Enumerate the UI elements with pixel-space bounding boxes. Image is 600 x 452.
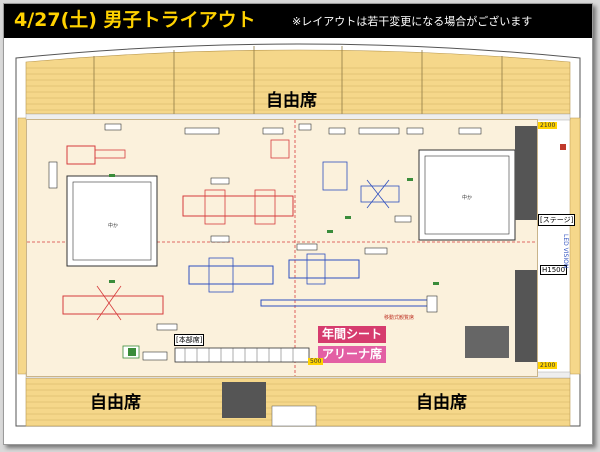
court-left — [66, 175, 158, 267]
mobile-seat-label: 移動式観覧席 — [384, 315, 415, 321]
header-bar: 4/27(土) 男子トライアウト ※レイアウトは若干変更になる場合がございます — [4, 4, 592, 38]
lower-gate — [271, 405, 317, 427]
num-2100-top: 2100 — [538, 122, 558, 129]
floor-plan — [27, 120, 537, 376]
layout-frame: 4/27(土) 男子トライアウト ※レイアウトは若干変更になる場合がございます — [3, 3, 593, 445]
arena-seat-tag: アリーナ席 — [318, 346, 387, 363]
arena-floor — [26, 119, 538, 377]
long-bench-blue — [260, 299, 432, 307]
led-vision-label: LED VISION — [562, 234, 569, 269]
stage-lower-block — [515, 270, 537, 362]
right-stand — [569, 117, 581, 375]
court-right — [418, 149, 516, 241]
exit-icon — [128, 348, 136, 356]
lower-dark-block — [222, 382, 266, 418]
free-seat-bottom-left: 自由席 — [90, 393, 141, 413]
hq-desk — [174, 347, 310, 363]
layout-note: ※レイアウトは若干変更になる場合がございます — [292, 15, 533, 28]
center-label-left: 中か — [108, 223, 119, 229]
free-seat-top: 自由席 — [266, 91, 317, 111]
center-label-right: 中か — [462, 195, 473, 201]
stage-label: [ステージ] — [538, 214, 576, 226]
event-title: 4/27(土) 男子トライアウト — [14, 9, 256, 31]
annual-seat-tag: 年間シート — [318, 326, 387, 343]
num-2100-bottom: 2100 — [538, 362, 558, 369]
hq-label: [本部席] — [174, 334, 205, 346]
free-seat-bottom-right: 自由席 — [416, 393, 467, 413]
aed-icon — [560, 144, 566, 150]
stage-block — [515, 126, 537, 220]
num-500: 500 — [308, 358, 324, 365]
h1500-label: H1500 — [540, 265, 568, 275]
